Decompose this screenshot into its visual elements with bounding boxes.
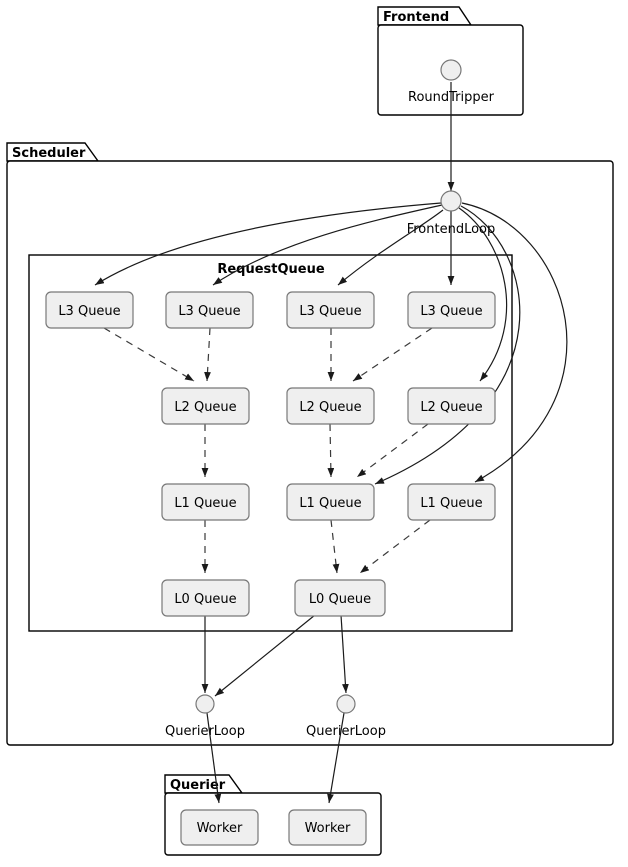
l2-queue-1-box[interactable]	[161, 387, 250, 425]
node-l2-queue-1[interactable]: L2 Queue	[161, 387, 250, 425]
edge-frontendloop-to-l1queue-3	[461, 202, 568, 483]
edge-l0queue-2-to-querierloop-2	[340, 614, 349, 694]
l1-queue-1-box[interactable]	[161, 483, 250, 521]
package-frontend-title: Frontend	[383, 10, 449, 25]
l3-queue-1-box[interactable]	[45, 291, 134, 329]
l3-queue-2-label: L3 Queue	[178, 304, 240, 319]
interface-round-tripper[interactable]: RoundTripper	[408, 59, 495, 105]
interface-frontend-loop[interactable]: FrontendLoop	[407, 190, 496, 237]
edge-querierloop-1-to-worker-1	[206, 712, 222, 804]
l0-queue-2-box[interactable]	[294, 579, 386, 617]
l0-queue-1-box[interactable]	[161, 579, 250, 617]
l3-queue-4-box[interactable]	[407, 291, 496, 329]
worker-2-label: Worker	[305, 821, 351, 836]
node-l0-queue-1[interactable]: L0 Queue	[161, 579, 250, 617]
edge-l2queue-3-to-l1queue-2	[356, 423, 429, 478]
edge-frontendloop-to-l3queue-3	[337, 209, 444, 286]
edge-frontendloop-to-l3queue-1	[94, 202, 442, 286]
node-l3-queue-3[interactable]: L3 Queue	[286, 291, 375, 329]
l3-queue-2-box[interactable]	[165, 291, 254, 329]
l1-queue-3-box[interactable]	[407, 483, 496, 521]
worker-2-box[interactable]	[288, 809, 367, 846]
frontend-loop-label: FrontendLoop	[407, 222, 496, 237]
l2-queue-2-box[interactable]	[286, 387, 375, 425]
l1-queue-2-box[interactable]	[286, 483, 375, 521]
edge-l0queue-2-to-querierloop-1	[214, 614, 316, 697]
interface-querier-loop-2[interactable]: QuerierLoop	[306, 694, 386, 739]
querier-loop-1-label: QuerierLoop	[165, 724, 245, 739]
node-l1-queue-3[interactable]: L1 Queue	[407, 483, 496, 521]
node-worker-2[interactable]: Worker	[288, 809, 367, 846]
edge-l2queue-2-to-l1queue-2	[327, 423, 335, 478]
node-worker-1[interactable]: Worker	[180, 809, 259, 846]
edge-querierloop-2-to-worker-2	[327, 712, 345, 804]
l2-queue-2-label: L2 Queue	[299, 400, 361, 415]
node-l2-queue-2[interactable]: L2 Queue	[286, 387, 375, 425]
edge-l3queue-1-to-l2queue-1	[103, 327, 195, 382]
l2-queue-3-label: L2 Queue	[420, 400, 482, 415]
l3-queue-4-label: L3 Queue	[420, 304, 482, 319]
querier-loop-2-label: QuerierLoop	[306, 724, 386, 739]
querier-loop-1-icon[interactable]	[195, 694, 215, 714]
node-l1-queue-1[interactable]: L1 Queue	[161, 483, 250, 521]
l1-queue-2-label: L1 Queue	[299, 496, 361, 511]
l0-queue-2-label: L0 Queue	[309, 592, 371, 607]
node-l3-queue-4[interactable]: L3 Queue	[407, 291, 496, 329]
edge-l1queue-2-to-l0queue-2	[330, 519, 340, 574]
querier-loop-2-icon[interactable]	[336, 694, 356, 714]
l2-queue-3-box[interactable]	[407, 387, 496, 425]
frontend-loop-icon[interactable]	[440, 190, 462, 212]
interface-querier-loop-1[interactable]: QuerierLoop	[165, 694, 245, 739]
l2-queue-1-label: L2 Queue	[174, 400, 236, 415]
round-tripper-icon[interactable]	[440, 59, 462, 81]
l3-queue-3-label: L3 Queue	[299, 304, 361, 319]
l0-queue-1-label: L0 Queue	[174, 592, 236, 607]
l3-queue-3-box[interactable]	[286, 291, 375, 329]
node-l2-queue-3[interactable]: L2 Queue	[407, 387, 496, 425]
l1-queue-1-label: L1 Queue	[174, 496, 236, 511]
edge-l1queue-3-to-l0queue-2	[359, 519, 431, 574]
package-querier-title: Querier	[170, 778, 226, 793]
l3-queue-1-label: L3 Queue	[58, 304, 120, 319]
edge-frontendloop-to-l1queue-2	[374, 205, 521, 485]
round-tripper-label: RoundTripper	[408, 90, 495, 105]
edge-l3queue-4-to-l2queue-2	[352, 327, 433, 382]
node-l1-queue-2[interactable]: L1 Queue	[286, 483, 375, 521]
node-l0-queue-2[interactable]: L0 Queue	[294, 579, 386, 617]
edge-frontendloop-to-l2queue-3	[458, 207, 508, 382]
edge-frontendloop-to-l3queue-2	[212, 204, 443, 286]
edge-l3queue-2-to-l2queue-1	[204, 327, 211, 382]
worker-1-box[interactable]	[180, 809, 259, 846]
node-l3-queue-2[interactable]: L3 Queue	[165, 291, 254, 329]
package-request-queue-title: RequestQueue	[217, 262, 325, 277]
worker-1-label: Worker	[197, 821, 243, 836]
package-scheduler-title: Scheduler	[12, 146, 86, 161]
node-l3-queue-1[interactable]: L3 Queue	[45, 291, 134, 329]
l1-queue-3-label: L1 Queue	[420, 496, 482, 511]
